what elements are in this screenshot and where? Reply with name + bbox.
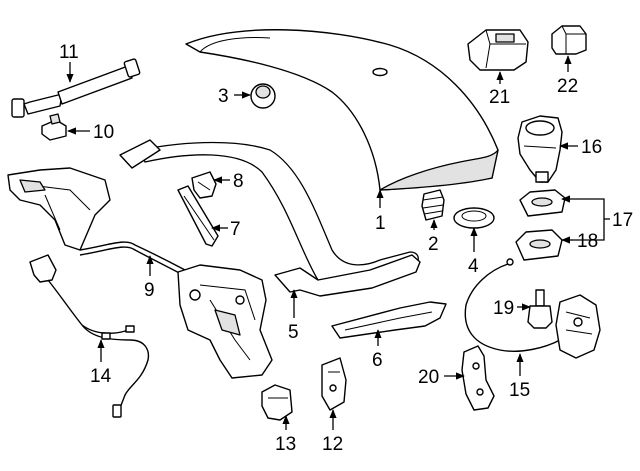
callout-17: 17: [612, 210, 633, 231]
callout-20: 20: [418, 367, 439, 388]
trunk-lid-part: [185, 29, 499, 191]
callout-7: 7: [230, 219, 241, 240]
lid-frame-part: [119, 139, 421, 297]
bumper-part: [250, 83, 276, 109]
callout-8: 8: [233, 171, 244, 192]
trim-strip-part: [331, 301, 447, 339]
module-part-21: [467, 29, 529, 71]
callout-21: 21: [489, 87, 510, 108]
bracket-part-8: [191, 171, 217, 199]
striker-part: [527, 289, 553, 329]
hinge-link-part: [177, 185, 219, 247]
clip-part: [41, 113, 67, 141]
callout-13: 13: [275, 434, 296, 455]
bracket-part-13: [261, 384, 293, 421]
callout-11: 11: [59, 42, 79, 63]
bracket-part-20: [461, 345, 495, 411]
callout-14: 14: [90, 366, 112, 387]
callout-16: 16: [581, 137, 602, 158]
callout-1: 1: [375, 213, 386, 234]
grommet-part: [453, 207, 495, 229]
hinge-bracket-upper: [7, 167, 111, 251]
cover-part-18: [515, 229, 563, 261]
callout-9: 9: [144, 280, 155, 301]
actuator-part: [517, 115, 563, 183]
hinge-rod: [79, 241, 186, 277]
callout-18: 18: [577, 231, 598, 252]
callout-3: 3: [218, 86, 229, 107]
release-cable-part: [464, 258, 561, 352]
bracket-part-12: [321, 357, 347, 411]
hinge-bracket-lower: [177, 264, 273, 379]
callout-2: 2: [428, 234, 439, 255]
wire-harness-part: [29, 254, 150, 418]
callout-6: 6: [372, 350, 383, 371]
callout-10: 10: [93, 122, 114, 143]
connector-part-22: [551, 25, 587, 55]
callout-15: 15: [509, 380, 530, 401]
buffer-part: [421, 189, 445, 221]
callout-4: 4: [468, 256, 479, 277]
callout-5: 5: [288, 322, 299, 343]
callout-22: 22: [557, 76, 578, 97]
cover-part-17: [519, 189, 566, 217]
latch-part: [555, 294, 601, 359]
gas-strut-part: [11, 58, 141, 118]
leader-lines: [66, 55, 610, 430]
callout-19: 19: [493, 298, 514, 319]
callout-12: 12: [322, 434, 343, 455]
